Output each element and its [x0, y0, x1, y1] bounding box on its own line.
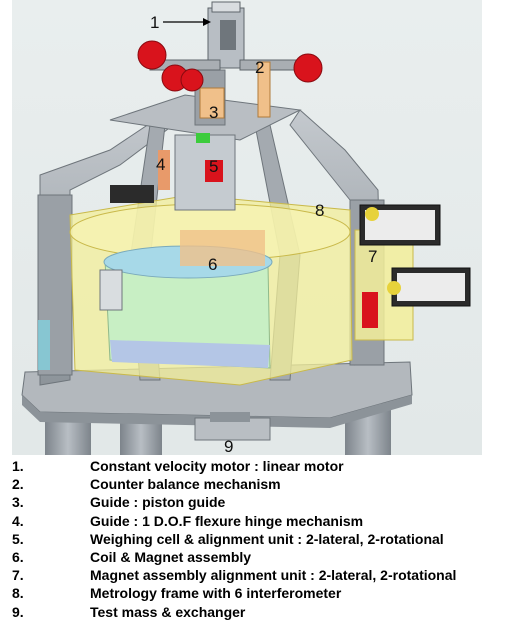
- legend-item: 2. Counter balance mechanism: [12, 476, 502, 494]
- legend-number: 7.: [12, 567, 24, 584]
- callout-5: 5: [209, 157, 218, 176]
- legend-text: Test mass & exchanger: [90, 603, 246, 620]
- legend-text: Constant velocity motor : linear motor: [90, 458, 344, 474]
- linear-motor: [207, 1, 245, 69]
- legend-text: Metrology frame with 6 interferometer: [90, 585, 342, 602]
- legend-item: 4. Guide : 1 D.O.F flexure hinge mechanis…: [12, 513, 502, 531]
- test-mass-exchanger: [194, 412, 271, 441]
- legend-item: 7. Magnet assembly alignment unit : 2-lat…: [12, 567, 502, 585]
- callout-3: 3: [209, 103, 218, 122]
- legend-number: 6.: [12, 548, 24, 565]
- legend-item: 3. Guide : piston guide: [12, 494, 502, 512]
- counter-balance: [137, 40, 323, 118]
- callout-8: 8: [315, 201, 324, 220]
- legend-text: Counter balance mechanism: [90, 476, 281, 493]
- component-legend: 1. Constant velocity motor : linear motor…: [12, 458, 502, 622]
- legend-number: 3.: [12, 494, 24, 511]
- arrow-head-1: [203, 18, 211, 26]
- legend-number: 2.: [12, 476, 24, 493]
- legend-text: Coil & Magnet assembly: [90, 548, 252, 565]
- callout-1: 1: [150, 13, 159, 32]
- legend-text: Weighing cell & alignment unit : 2-later…: [90, 530, 444, 547]
- callout-4: 4: [156, 155, 165, 174]
- legend-item: 9. Test mass & exchanger: [12, 604, 502, 622]
- coil-magnet-assembly: [103, 230, 273, 369]
- callout-6: 6: [208, 255, 217, 274]
- legend-number: 9.: [12, 603, 24, 620]
- callout-2: 2: [255, 58, 264, 77]
- legend-number: 4.: [12, 512, 24, 529]
- base-plate: [21, 361, 413, 428]
- legend-text: Guide : 1 D.O.F flexure hinge mechanism: [90, 512, 364, 529]
- apparatus-illustration: 1 2 3 4 5 6 7 8 9: [12, 0, 482, 455]
- legend-item: 8. Metrology frame with 6 interferometer: [12, 585, 502, 603]
- left-bracket: [38, 185, 154, 370]
- legend-number: 5.: [12, 530, 24, 547]
- legend-item: 5. Weighing cell & alignment unit : 2-lat…: [12, 531, 502, 549]
- callout-9: 9: [224, 437, 233, 455]
- legend-text: Guide : piston guide: [90, 494, 226, 511]
- legend-item: 6. Coil & Magnet assembly: [12, 549, 502, 567]
- legend-item: 1. Constant velocity motor : linear motor: [12, 458, 502, 476]
- callout-7: 7: [368, 247, 377, 266]
- legend-number: 8.: [12, 585, 24, 602]
- legend-text: Magnet assembly alignment unit : 2-later…: [90, 567, 457, 584]
- legend-number: 1.: [12, 458, 24, 474]
- alignment-unit: [354, 204, 471, 341]
